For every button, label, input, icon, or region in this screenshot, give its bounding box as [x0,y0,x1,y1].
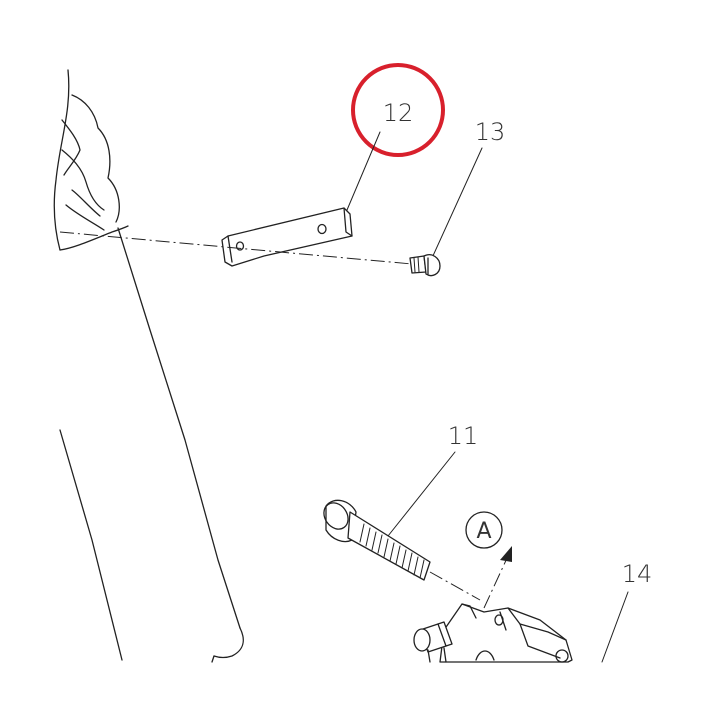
leader-line-13 [431,147,483,259]
part-14-caliper [413,603,573,663]
part-11-screw [323,499,431,581]
leader-line-12 [346,131,381,211]
view-arrow-line [483,555,509,609]
fork-housing [53,69,244,663]
callout-number-12: 12 [383,99,414,127]
callout-number-14: 14 [622,560,653,588]
leader-line-14 [601,591,629,663]
part-13-bolt [409,254,441,277]
thread-marks [359,523,425,579]
part-12-bracket [221,207,353,267]
axis-line-11 [429,571,481,601]
view-arrow-head [500,546,512,562]
callout-13-group: 13 [431,118,506,259]
callout-number-11: 11 [448,422,479,450]
callout-14-group: 14 [601,560,653,663]
axis-line-12-13 [59,231,413,265]
highlight-circle [351,63,445,157]
view-marker-letter: A [476,519,491,544]
callout-12-group: 12 [346,63,445,211]
callout-number-13: 13 [475,118,506,146]
view-marker-a: A [465,511,503,549]
callout-11-group: 11 [387,422,479,537]
leader-line-11 [387,451,456,537]
